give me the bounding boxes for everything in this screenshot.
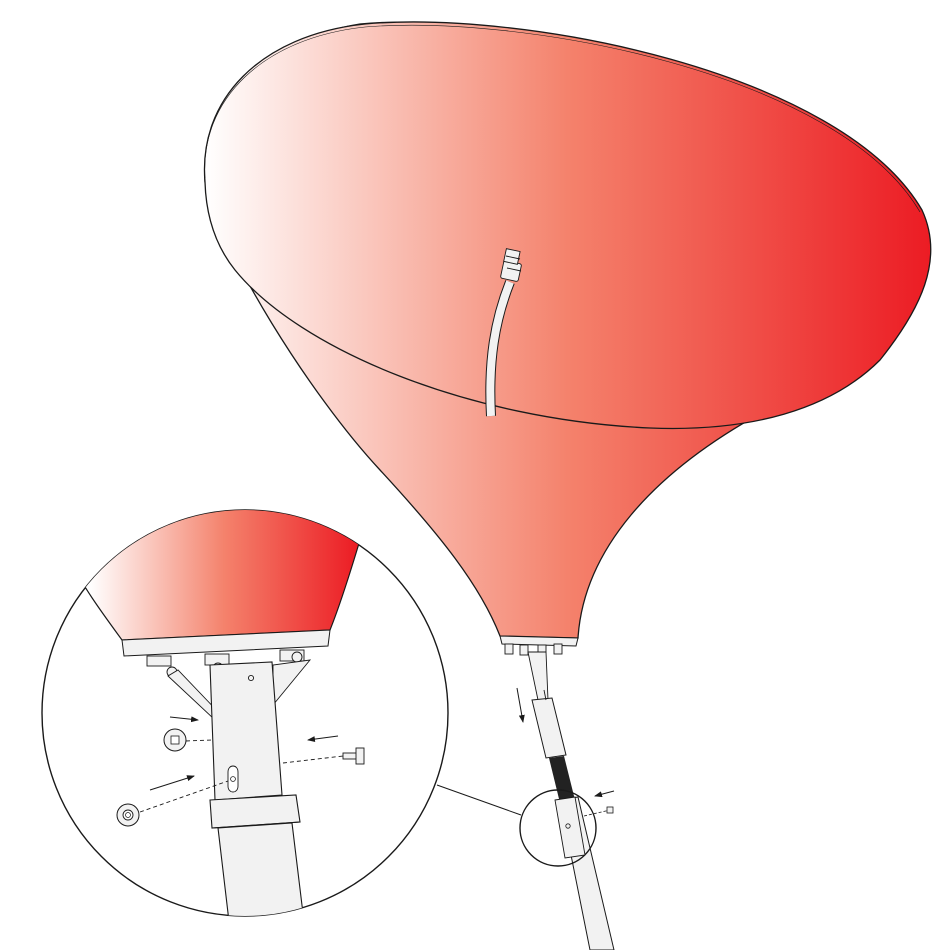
washer-icon xyxy=(164,729,186,751)
pole-cable-section xyxy=(549,756,575,803)
inset-horn-bottom xyxy=(70,508,360,640)
inset-pole-lower xyxy=(218,823,305,930)
pole-upper xyxy=(532,698,566,758)
nut-icon xyxy=(117,804,139,826)
bolt-icon xyxy=(607,807,613,813)
inset-pole-upper xyxy=(210,662,282,800)
detail-inset xyxy=(42,508,448,930)
base-bracket xyxy=(505,644,562,700)
